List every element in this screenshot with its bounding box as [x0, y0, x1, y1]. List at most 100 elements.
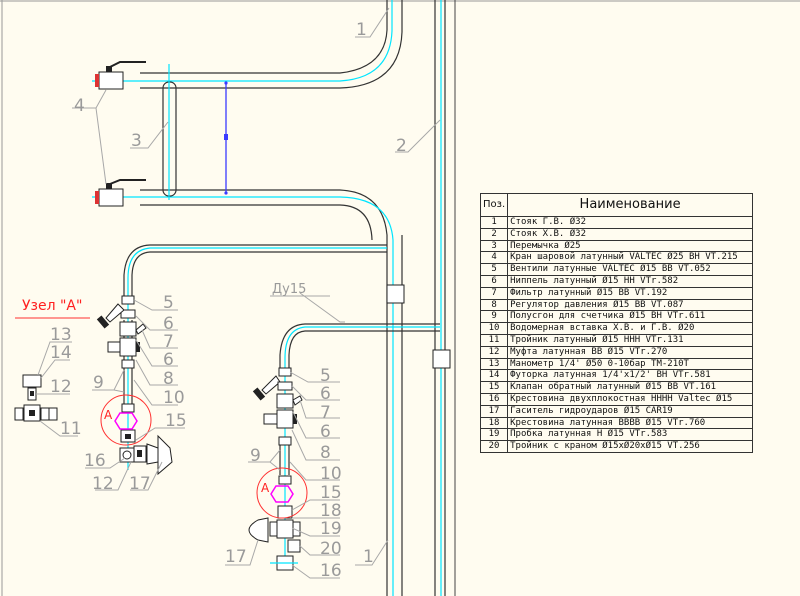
header-pos: Поз. — [479, 193, 509, 217]
pipe-size-label: Ду15 — [272, 282, 306, 297]
cell-pos: 7 — [479, 286, 509, 300]
cell-pos: 13 — [479, 357, 509, 371]
cell-name: Крестовина двухплокостная НННН Valtec Ø1… — [507, 392, 753, 406]
check-valve-highlight — [114, 412, 138, 430]
svg-text:11: 11 — [60, 419, 82, 439]
svg-text:10: 10 — [320, 464, 342, 484]
cell-pos: 5 — [479, 263, 509, 276]
node-a-circle — [256, 467, 308, 519]
cell-name: Клапан обратный латунный Ø15 ВВ VT.161 — [507, 381, 753, 394]
node-a-title: Узел "А" — [22, 298, 82, 314]
cell-name: Гаситель гидроударов Ø15 CAR19 — [507, 404, 753, 418]
cell-pos: 12 — [479, 345, 509, 359]
svg-text:9: 9 — [250, 446, 261, 466]
cell-pos: 3 — [479, 239, 509, 253]
right-branch-labels: 5 6 7 6 8 9 10 15 18 19 20 17 16 1 — [225, 366, 374, 581]
cell-name: Стояк Г.В. Ø32 — [507, 216, 753, 229]
svg-text:10: 10 — [163, 388, 185, 408]
svg-text:6: 6 — [163, 350, 174, 370]
svg-text:6: 6 — [163, 314, 174, 334]
riser-hot-water — [92, 0, 405, 596]
svg-text:7: 7 — [320, 403, 331, 423]
cell-pos: 1 — [479, 216, 509, 229]
svg-text:8: 8 — [320, 443, 331, 463]
svg-text:5: 5 — [320, 366, 331, 386]
cell-pos: 6 — [479, 274, 509, 288]
cell-pos: 15 — [479, 381, 509, 394]
cell-name: Футорка латунная 1/4'x1/2' ВН VTr.581 — [507, 369, 753, 383]
node-a-marker: А — [261, 481, 270, 495]
check-valve-highlight — [270, 485, 294, 503]
cell-pos: 16 — [479, 392, 509, 406]
cell-name: Тройник с краном Ø15xØ20xØ15 VT.256 — [507, 440, 753, 453]
ball-valve-bottom — [95, 179, 146, 207]
cell-name: Пробка латунная Н Ø15 VTr.583 — [507, 428, 753, 442]
cell-name: Ниппель латунный Ø15 НН VTr.582 — [507, 274, 753, 288]
svg-text:19: 19 — [320, 519, 342, 539]
ball-valve-top — [95, 61, 146, 90]
svg-text:6: 6 — [320, 384, 331, 404]
header-name: Наименование — [507, 193, 753, 217]
svg-text:18: 18 — [320, 501, 342, 521]
cell-pos: 18 — [479, 416, 509, 430]
node-a-circle — [100, 394, 152, 446]
svg-text:8: 8 — [163, 369, 174, 389]
cell-name: Муфта латунная ВВ Ø15 VTr.270 — [507, 345, 753, 359]
cell-name: Полусгон для счетчика Ø15 ВН VTr.611 — [507, 310, 753, 324]
cell-name: Водомерная вставка Х.В. и Г.В. Ø20 — [507, 322, 753, 335]
cell-name: Вентили латунные VALTEC Ø15 ВВ VT.052 — [507, 263, 753, 276]
cell-pos: 8 — [479, 298, 509, 312]
cell-pos: 14 — [479, 369, 509, 383]
cell-name: Регулятор давления Ø15 ВВ VT.087 — [507, 298, 753, 312]
cell-name: Фильтр латунный Ø15 ВВ VT.192 — [507, 286, 753, 300]
cell-name: Перемычка Ø25 — [507, 239, 753, 253]
left-branch-pipe — [96, 244, 387, 476]
left-branch-labels: 5 6 7 6 8 9 10 15 16 12 17 — [84, 293, 187, 494]
riser-coupling — [432, 349, 451, 369]
svg-text:6: 6 — [320, 422, 331, 442]
cell-pos: 19 — [479, 428, 509, 442]
svg-text:13: 13 — [50, 325, 72, 345]
cell-name: Тройник латунный Ø15 ННН VTr.131 — [507, 333, 753, 347]
node-a-marker: А — [104, 408, 113, 422]
cell-pos: 2 — [479, 227, 509, 241]
svg-text:12: 12 — [92, 474, 114, 494]
label-3: 3 — [131, 131, 142, 151]
label-4: 4 — [74, 96, 85, 116]
riser-coupling — [386, 284, 405, 304]
cell-pos: 17 — [479, 404, 509, 418]
cell-pos: 11 — [479, 333, 509, 347]
node-a-detail — [14, 374, 58, 422]
svg-text:16: 16 — [84, 451, 106, 471]
svg-text:15: 15 — [165, 411, 187, 431]
svg-text:15: 15 — [320, 483, 342, 503]
svg-text:16: 16 — [320, 561, 342, 581]
svg-text:12: 12 — [50, 377, 72, 397]
cell-name: Манометр 1/4' Ø50 0-10бар ТМ-210Т — [507, 357, 753, 371]
cell-name: Стояк Х.В. Ø32 — [507, 227, 753, 241]
svg-text:9: 9 — [93, 373, 104, 393]
cell-pos: 10 — [479, 322, 509, 335]
right-branch-pipe — [248, 323, 440, 571]
svg-text:5: 5 — [163, 293, 174, 313]
node-detail-labels: 13 14 12 11 — [50, 325, 82, 439]
table-header: Поз. Наименование — [479, 193, 753, 217]
svg-text:20: 20 — [320, 539, 342, 559]
svg-text:17: 17 — [129, 474, 151, 494]
leader-lines — [36, 7, 441, 579]
svg-text:14: 14 — [50, 343, 72, 363]
